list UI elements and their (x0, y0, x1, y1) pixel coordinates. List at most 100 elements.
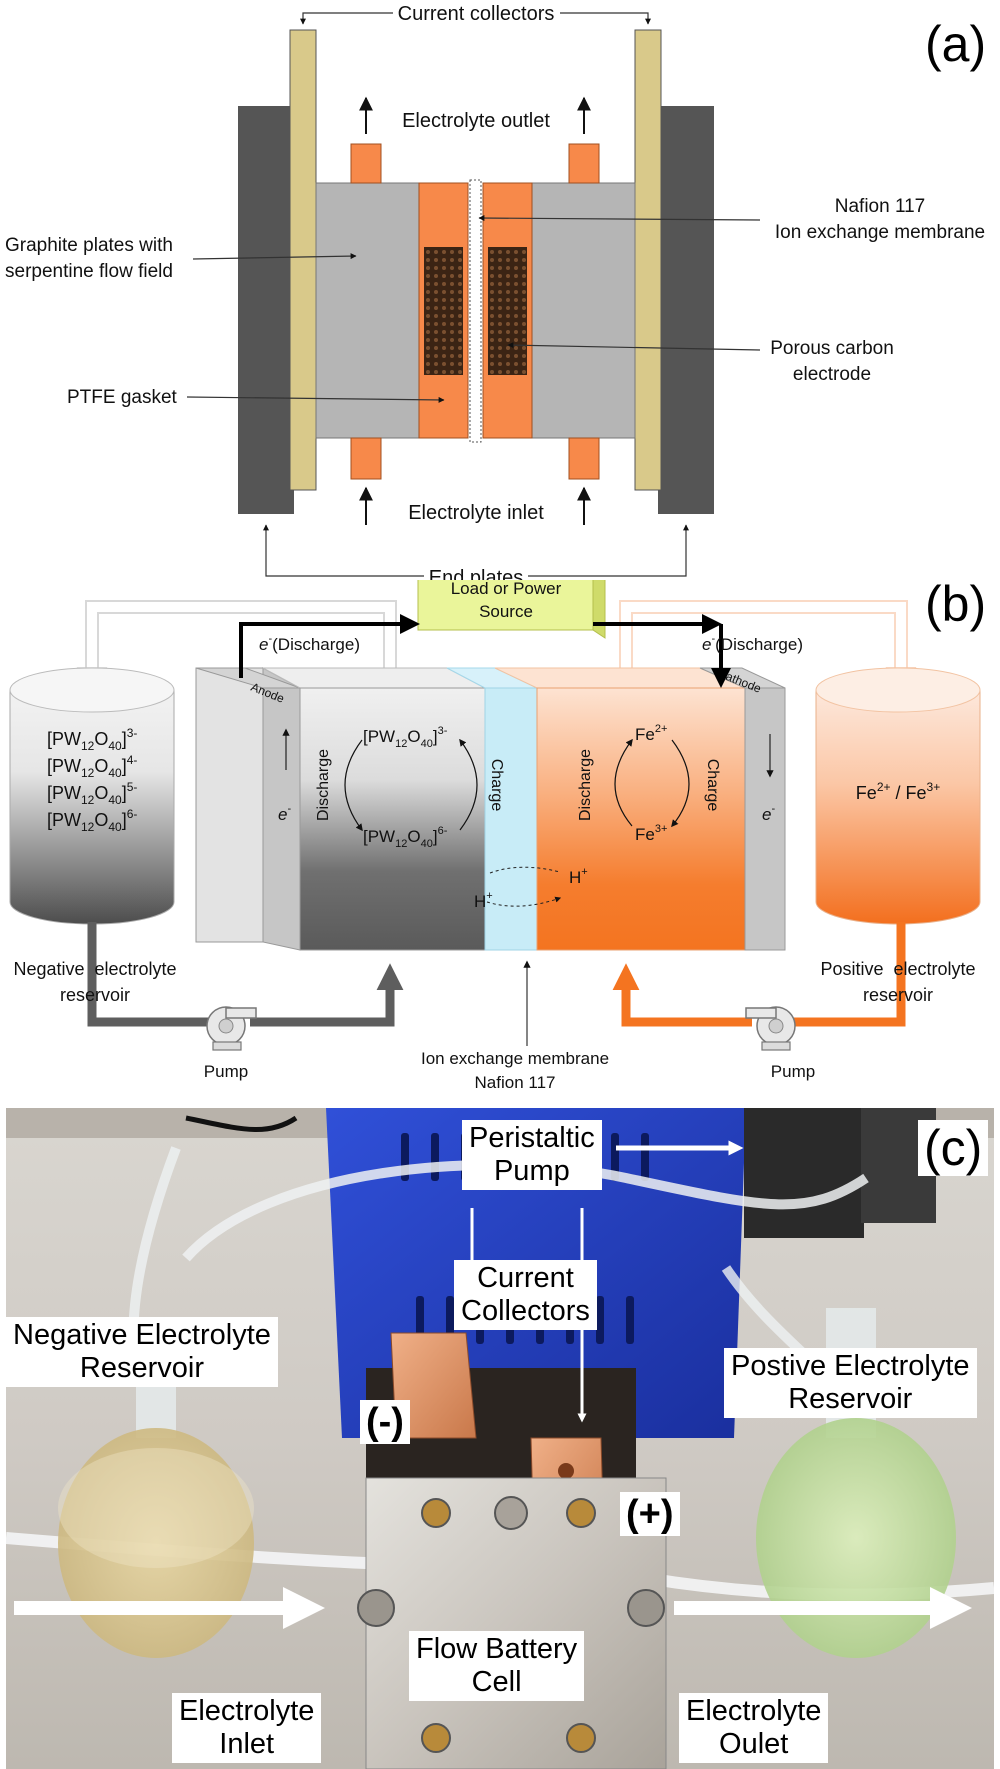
proton-path-bottom (486, 896, 562, 907)
current-collectors-label-line1: Current (477, 1262, 574, 1294)
discharge-right-label: e-(Discharge) (702, 633, 803, 654)
current-collectors-leader-left (300, 12, 393, 25)
positive-chamber (536, 687, 746, 951)
supply-pipe-positive-2 (612, 963, 752, 1027)
positive-reservoir-species: Fe2+ / Fe3+ (856, 780, 940, 803)
panel-c-tag: (c) (918, 1120, 989, 1176)
ptfe-gasket-leader (186, 396, 445, 403)
porous-electrode-left (424, 247, 463, 375)
neg-species-2: [PW12O40]5- (47, 780, 137, 807)
electrolyte-inlet-label: Electrolyte Inlet (172, 1693, 322, 1763)
graphite-plate-left (315, 182, 420, 439)
panel-c-photo-illustration (6, 1108, 994, 1769)
current-collectors-label: Current Collectors (454, 1260, 597, 1330)
end-plate-right (658, 106, 714, 514)
peristaltic-pump-label-line1: Peristaltic (469, 1122, 595, 1154)
neg-discharge-label: Discharge (315, 749, 332, 821)
negative-reservoir-species: [PW12O40]3- [PW12O40]4- [PW12O40]5- [PW1… (47, 726, 137, 834)
positive-reservoir-label: Postive Electrolyte Reservoir (724, 1348, 977, 1418)
graphite-plates-label-line1: Graphite plates with (5, 235, 173, 256)
panel-b-svg: [PW12O40]3- [PW12O40]4- [PW12O40]5- [PW1… (9, 571, 981, 1092)
current-collector-right (634, 29, 662, 491)
panel-b-tag: (b) (925, 576, 987, 632)
membrane (469, 179, 482, 443)
load-label-line1: Load or Power (451, 580, 562, 598)
graphite-plate-right (531, 182, 636, 439)
graphite-plates-label-line2: serpentine flow field (5, 261, 173, 282)
return-pipe-positive-inner (621, 602, 906, 685)
flow-battery-cell (357, 1332, 667, 1769)
negative-reservoir-label-line2: reservoir (60, 985, 130, 1005)
circuit-wire-left (239, 614, 420, 678)
pump-label-positive: Pump (771, 1062, 815, 1081)
porous-electrode-right (488, 247, 527, 375)
peristaltic-pump-label-line2: Pump (493, 1155, 570, 1187)
peristaltic-pump-label: Peristaltic Pump (462, 1120, 602, 1190)
negative-chamber (299, 687, 486, 951)
membrane-slab (484, 687, 538, 951)
negative-reservoir-top (9, 667, 175, 713)
flow-battery-cell-label: Flow Battery Cell (409, 1631, 585, 1701)
electrolyte-inlet-label: Electrolyte inlet (408, 502, 544, 524)
cathode-slab-face (744, 687, 786, 951)
load-box-side (592, 571, 606, 639)
neg-charge-label: Charge (488, 759, 505, 812)
supply-pipe-positive (788, 922, 906, 1027)
outlet-port-left (350, 143, 382, 184)
neg-species-0: [PW12O40]3- (47, 726, 137, 753)
nafion-label-line2: Ion exchange membrane (775, 222, 985, 243)
negative-reservoir-bottle (58, 1338, 254, 1658)
proton-path-top (489, 866, 561, 874)
inlet-port-right (568, 437, 600, 480)
pos-discharge-label: Discharge (577, 749, 594, 821)
inlet-port-left (350, 437, 382, 480)
flow-battery-cell-label-line1: Flow Battery (416, 1633, 578, 1665)
neg-cell-top-species: [PW12O40]3- (363, 725, 448, 750)
positive-reservoir-label-line2: Reservoir (788, 1383, 913, 1415)
negative-terminal-label: (-) (360, 1400, 410, 1444)
pump-label-negative: Pump (204, 1062, 248, 1081)
pos-charge-label: Charge (704, 759, 721, 812)
electrolyte-outlet-label-line2: Oulet (719, 1728, 789, 1760)
supply-pipe-negative-2 (250, 963, 404, 1027)
supply-pipe-negative (87, 922, 213, 1027)
end-plates-leader-right (528, 524, 689, 577)
outlet-port-right (568, 143, 600, 184)
cable (185, 1115, 298, 1132)
current-collectors-leader-right (560, 12, 651, 25)
negative-reservoir-label-line2: Reservoir (79, 1352, 204, 1384)
positive-reservoir-label-line1: Postive Electrolyte (731, 1350, 970, 1382)
pos-discharge-arc (614, 738, 633, 827)
discharge-left-label: e-(Discharge) (259, 633, 360, 654)
neg-discharge-arc (344, 739, 363, 832)
neg-species-3: [PW12O40]6- (47, 807, 137, 834)
positive-terminal-label: (+) (620, 1492, 680, 1536)
membrane-label-line1: Ion exchange membrane (421, 1049, 609, 1068)
nafion-leader (478, 215, 761, 222)
electrolyte-outlet-label: Electrolyte outlet (402, 110, 550, 132)
anode-electron-label: e- (278, 803, 291, 824)
porous-electrode-label-line2: electrode (793, 364, 871, 385)
panel-c-photo: Peristaltic Pump Current Collectors Nega… (6, 1108, 994, 1769)
porous-electrode-leader (507, 342, 761, 351)
current-collector-left (289, 29, 317, 491)
flow-battery-cell-label-line2: Cell (471, 1666, 522, 1698)
panel-b-flow-schematic: [PW12O40]3- [PW12O40]4- [PW12O40]5- [PW1… (0, 571, 1000, 1100)
anode-slab-face (195, 667, 264, 943)
membrane-label-line2: Nafion 117 (475, 1073, 556, 1092)
electrolyte-inlet-label-line1: Electrolyte (179, 1695, 315, 1727)
proton-label-right: H+ (569, 866, 588, 887)
neg-species-1: [PW12O40]4- (47, 753, 137, 780)
current-collectors-label: Current collectors (398, 3, 555, 25)
pump-icon-negative (206, 1006, 257, 1051)
neg-cell-bottom-species: [PW12O40]6- (363, 825, 448, 850)
negative-reservoir-label: Negative Electrolyte Reservoir (6, 1317, 278, 1387)
pump-icon-positive (745, 1006, 796, 1051)
end-plate-left (238, 106, 294, 514)
return-pipe-negative-inner (87, 602, 395, 685)
graphite-plates-leader (192, 253, 357, 260)
panel-a-cell-schematic: Current collectors Electrolyte outlet El… (0, 0, 1000, 589)
porous-electrode-label-line1: Porous carbon (770, 338, 894, 359)
end-plates-leader-left (263, 524, 424, 577)
end-plates-label: End plates (429, 567, 524, 580)
